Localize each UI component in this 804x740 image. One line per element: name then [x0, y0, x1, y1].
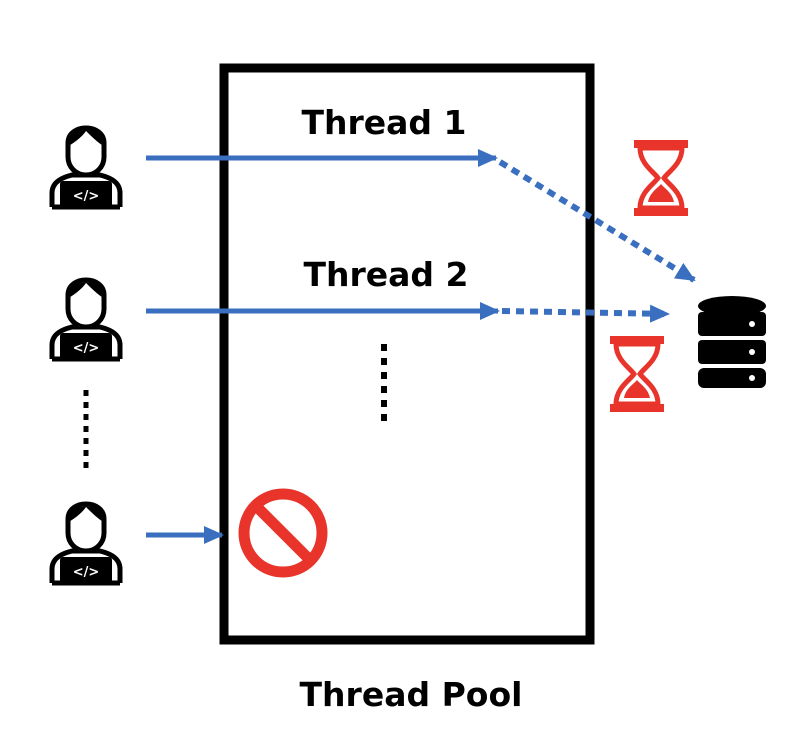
- thread-pool-label: Thread Pool: [300, 675, 523, 714]
- thread-2-label: Thread 2: [304, 255, 469, 294]
- hourglass-icon: [610, 336, 664, 412]
- code-glyph: </>: [73, 189, 100, 204]
- database-icon: [698, 296, 766, 388]
- hourglass-icon: [634, 140, 688, 216]
- thread-1-label: Thread 1: [302, 103, 467, 142]
- db-call-arrow-1: [498, 159, 696, 283]
- developer-laptop-icon: </>: [52, 280, 120, 361]
- code-glyph: </>: [73, 565, 100, 580]
- no-entry-icon: [238, 488, 328, 578]
- developer-laptop-icon: </>: [52, 504, 120, 585]
- code-glyph: </>: [73, 341, 100, 356]
- developer-laptop-icon: </>: [52, 128, 120, 209]
